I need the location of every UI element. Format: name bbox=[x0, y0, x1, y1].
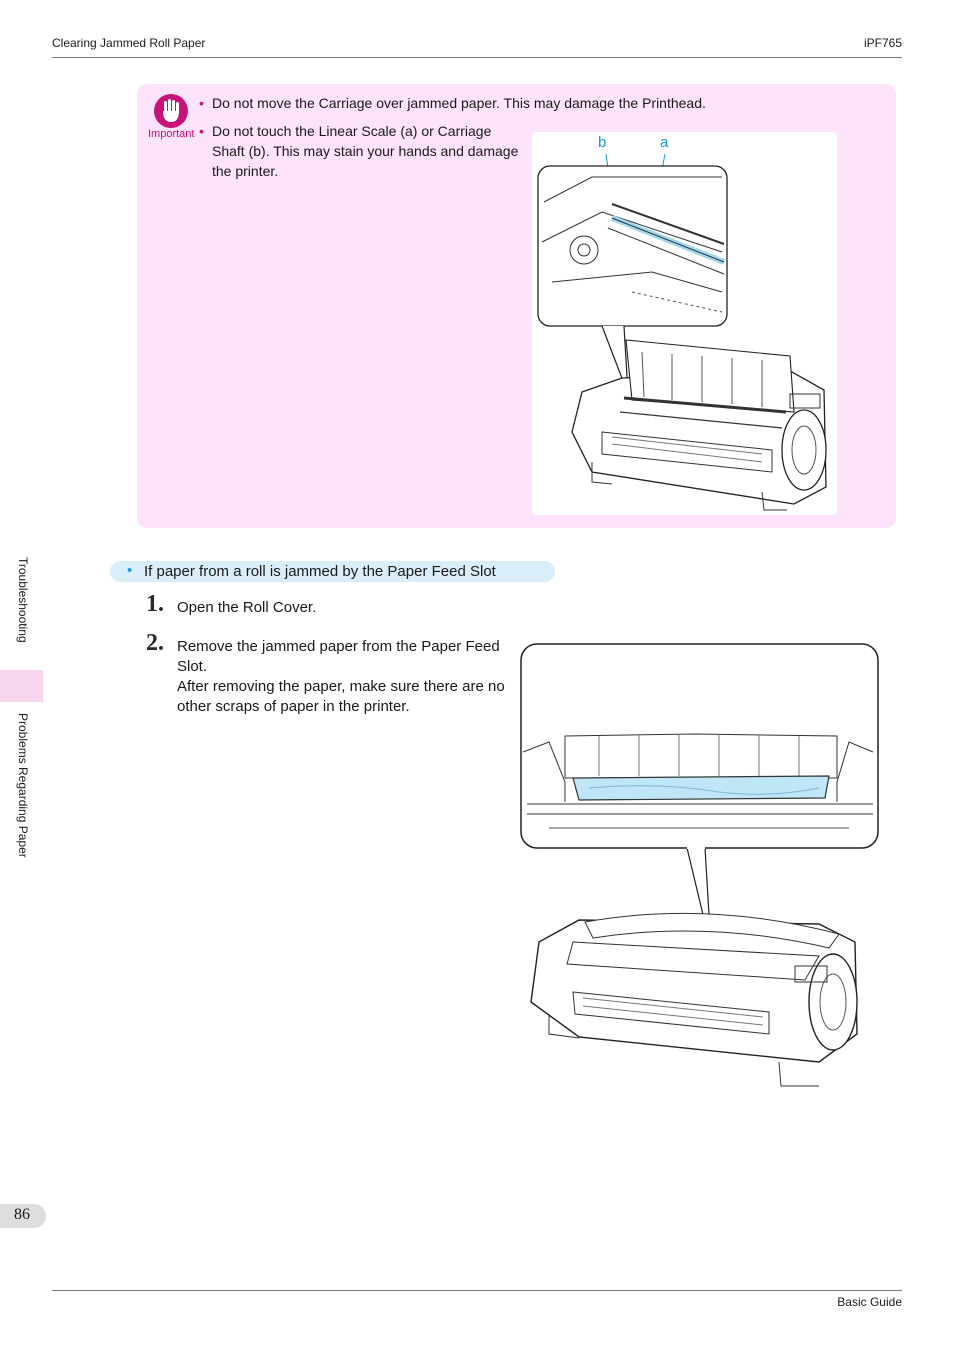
sidebar-section: Troubleshooting bbox=[16, 557, 30, 643]
callout-a: a bbox=[660, 134, 669, 151]
procedure-heading-text: If paper from a roll is jammed by the Pa… bbox=[144, 563, 496, 580]
callout-b: b bbox=[598, 134, 607, 151]
header-divider bbox=[52, 57, 902, 58]
bullet-icon: • bbox=[199, 95, 204, 111]
step-text: Open the Roll Cover. bbox=[177, 599, 317, 616]
running-header-model: iPF765 bbox=[863, 36, 902, 50]
important-item-text: Do not move the Carriage over jammed pap… bbox=[212, 95, 706, 111]
step-number: 1. bbox=[146, 591, 164, 617]
procedure-heading: • If paper from a roll is jammed by the … bbox=[110, 561, 555, 582]
step-text: Remove the jammed paper from the Paper F… bbox=[177, 637, 507, 717]
footer-divider bbox=[52, 1290, 902, 1291]
footer-guide-name: Basic Guide bbox=[837, 1295, 902, 1309]
important-label: Important bbox=[148, 128, 195, 140]
step-text-line: Remove the jammed paper from the Paper F… bbox=[177, 638, 500, 675]
page-number-tab bbox=[0, 1204, 46, 1228]
linear-scale-illustration: b a bbox=[532, 132, 837, 515]
printer-linear-scale-drawing bbox=[537, 153, 827, 511]
hand-stop-icon bbox=[154, 94, 188, 128]
sidebar-subsection: Problems Regarding Paper bbox=[16, 713, 30, 858]
step-number: 2. bbox=[146, 630, 164, 656]
running-header-title: Clearing Jammed Roll Paper bbox=[52, 36, 206, 50]
step-text-note: After removing the paper, make sure ther… bbox=[177, 678, 505, 715]
important-item-text: Do not touch the Linear Scale (a) or Car… bbox=[212, 123, 519, 179]
page-number: 86 bbox=[14, 1206, 30, 1223]
bullet-icon: • bbox=[199, 123, 204, 139]
paper-feed-slot-illustration bbox=[520, 643, 879, 1087]
bullet-icon: • bbox=[127, 562, 133, 579]
sidebar-tab-marker bbox=[0, 670, 43, 702]
